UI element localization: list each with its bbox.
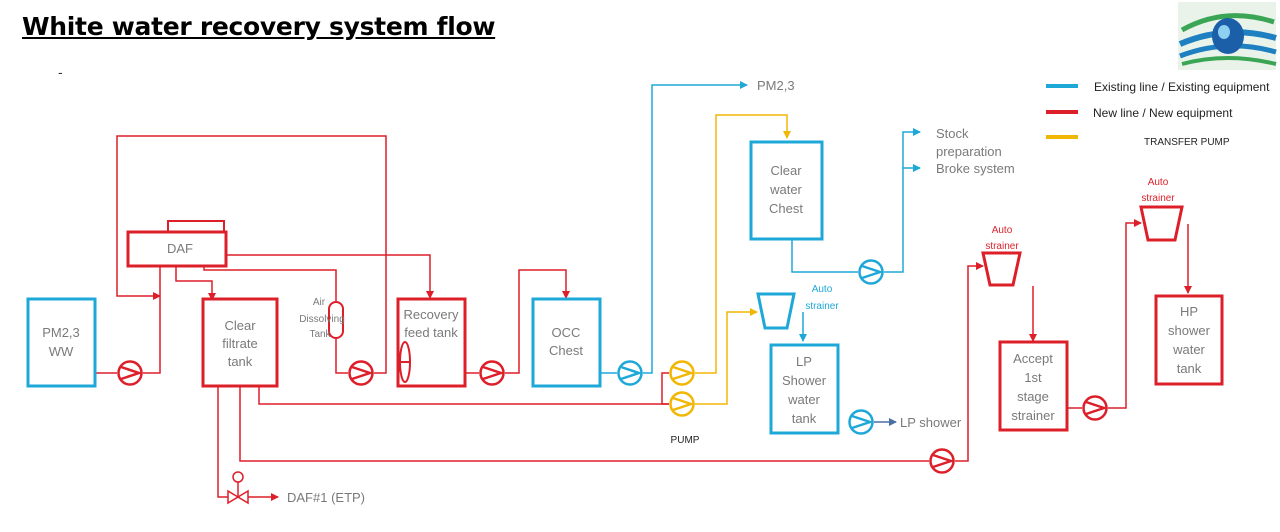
pump-icon (348, 360, 374, 386)
daf-unit (126, 220, 228, 268)
auto-strainer-label: Auto (992, 225, 1013, 236)
legend-new-label: New line / New equipment (1093, 106, 1233, 120)
pump-label: PUMP (671, 435, 700, 446)
auto-strainer-label: strainer (805, 301, 839, 312)
occ-chest-label: Chest (549, 343, 583, 358)
auto-strainer-blue (756, 292, 796, 330)
transfer-pump-icon (669, 360, 695, 386)
accept-strainer-label: stage (1017, 389, 1049, 404)
daf-label: DAF (167, 241, 193, 256)
clear-water-label: Clear (770, 163, 802, 178)
pump-icon (858, 259, 884, 285)
company-logo (1178, 2, 1277, 70)
clear-filtrate-label: tank (228, 354, 253, 369)
recovery-feed-label: feed tank (404, 325, 458, 340)
page-title: White water recovery system flow (22, 12, 496, 41)
air-dissolving-label: Dissolving (299, 314, 345, 325)
occ-chest (531, 297, 602, 388)
pm23-destination-label: PM2,3 (757, 78, 795, 93)
clear-filtrate-tank (201, 297, 279, 388)
pm-ww-label: WW (49, 344, 74, 359)
pm-ww-tank (26, 297, 97, 388)
air-dissolving-label: Air (313, 297, 326, 308)
auto-strainer-label: strainer (1141, 193, 1175, 204)
auto-strainer-red-1 (981, 251, 1022, 287)
lp-shower-label: Shower (782, 373, 827, 388)
pump-icon (929, 448, 955, 474)
lp-shower-label: water (787, 392, 820, 407)
lp-shower-label: LP (796, 354, 812, 369)
stock-label: Broke system (936, 161, 1015, 176)
stray-dash: - (58, 64, 63, 80)
new-lines (95, 135, 1192, 501)
air-dissolving-tank (328, 301, 344, 339)
hp-shower-water-tank (1154, 294, 1224, 386)
auto-strainer-label: strainer (985, 241, 1019, 252)
pump-icon (848, 409, 874, 435)
accept-strainer-label: strainer (1011, 408, 1055, 423)
transfer-lines (695, 114, 791, 405)
auto-strainer-red-2 (1139, 205, 1184, 242)
pump-icon (1082, 395, 1108, 421)
lp-shower-water-tank (769, 343, 840, 435)
recovery-feed-tank (396, 297, 467, 388)
pump-icon (479, 360, 505, 386)
auto-strainer-label: Auto (1148, 177, 1169, 188)
pm-ww-label: PM2,3 (42, 325, 80, 340)
accept-strainer-label: 1st (1024, 370, 1042, 385)
auto-strainer-label: Auto (812, 284, 833, 295)
stock-label: Stock (936, 126, 969, 141)
clear-filtrate-label: filtrate (222, 336, 257, 351)
legend-transfer-label: TRANSFER PUMP (1144, 137, 1230, 148)
accept-strainer (998, 340, 1069, 432)
air-dissolving-label: Tank (309, 329, 331, 340)
occ-chest-label: OCC (552, 325, 581, 340)
control-valve-icon (227, 471, 249, 505)
daf1-etp-label: DAF#1 (ETP) (287, 490, 365, 505)
clear-filtrate-label: Clear (224, 318, 256, 333)
lp-shower-outlet-label: LP shower (900, 415, 962, 430)
clear-water-label: Chest (769, 201, 803, 216)
pump-icon (117, 360, 143, 386)
hp-shower-label: tank (1177, 361, 1202, 376)
hp-shower-label: HP (1180, 304, 1198, 319)
clear-water-label: water (769, 182, 802, 197)
accept-strainer-label: Accept (1013, 351, 1053, 366)
pump-icon (617, 360, 643, 386)
recovery-feed-label: Recovery (404, 307, 459, 322)
stock-label: preparation (936, 144, 1002, 159)
legend-existing-label: Existing line / Existing equipment (1094, 80, 1270, 94)
hp-shower-label: shower (1168, 323, 1211, 338)
transfer-pump-icon (669, 391, 695, 417)
hp-shower-label: water (1172, 342, 1205, 357)
existing-lines (601, 81, 921, 374)
clear-water-chest (749, 140, 824, 241)
lp-shower-label: tank (792, 411, 817, 426)
